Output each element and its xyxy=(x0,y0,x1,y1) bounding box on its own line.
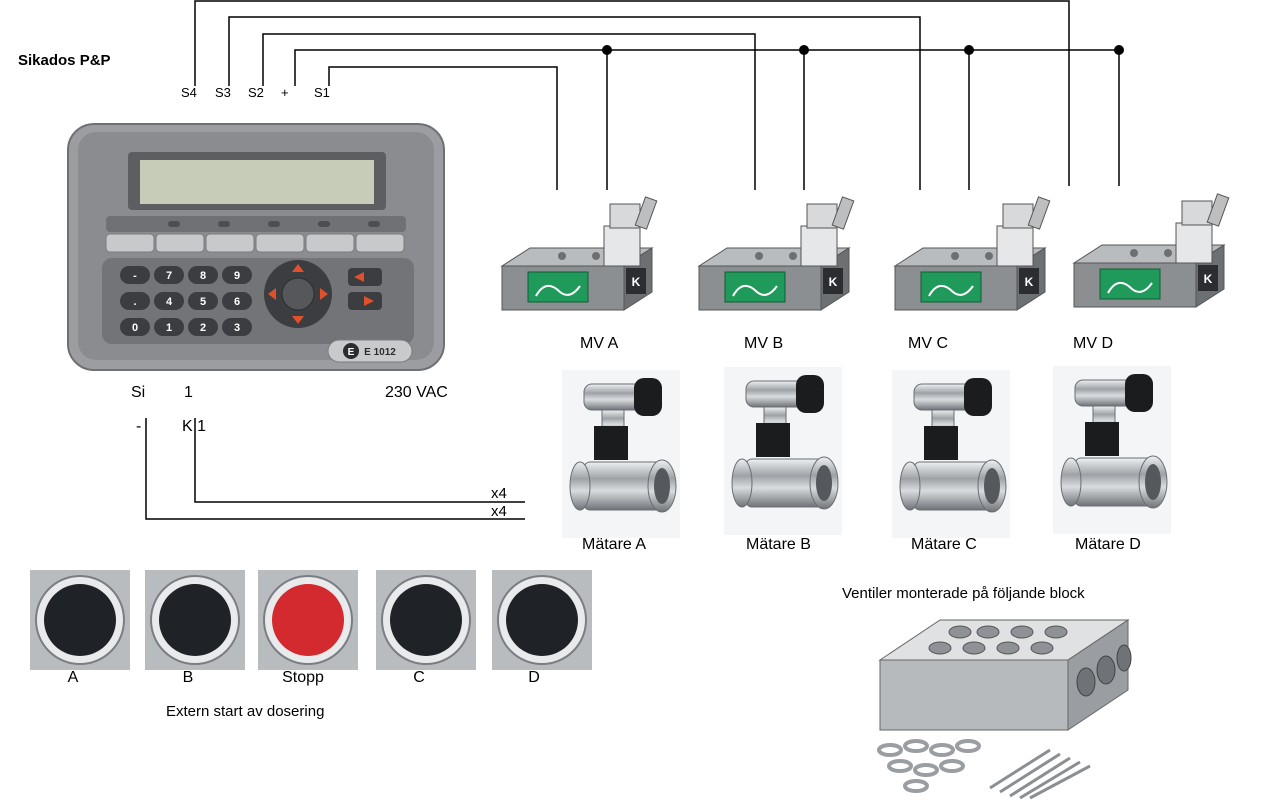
block-caption: Ventiler monterade på följande block xyxy=(842,585,1085,602)
button-label-stopp: Stopp xyxy=(282,669,324,686)
push-button-c[interactable] xyxy=(376,570,476,670)
label-si: Si xyxy=(131,384,146,401)
key-minus: - xyxy=(133,270,137,282)
key-4: 4 xyxy=(166,296,173,308)
valve-label-b: MV B xyxy=(744,335,784,352)
push-button-stopp-icon xyxy=(258,570,358,670)
button-face xyxy=(272,584,344,656)
key-8: 8 xyxy=(200,270,206,282)
label-1: 1 xyxy=(184,384,193,401)
key-5: 5 xyxy=(200,296,206,308)
label-k1: K 1 xyxy=(182,418,207,435)
button-face xyxy=(390,584,462,656)
hmi-controller: - 7 8 9 . 4 5 6 0 1 2 3 E E 1012 xyxy=(67,123,445,371)
key-7: 7 xyxy=(166,270,172,282)
terminal-s4: S4 xyxy=(181,85,197,100)
key-2: 2 xyxy=(200,322,206,334)
label-230vac: 230 VAC xyxy=(385,384,448,401)
terminal-s3: S3 xyxy=(215,85,231,100)
key-1: 1 xyxy=(166,322,172,334)
valve-manifold-block xyxy=(877,619,1132,800)
key-dot: . xyxy=(133,296,136,308)
push-button-b[interactable] xyxy=(145,570,245,670)
terminal-s1: S1 xyxy=(314,85,330,100)
meter-label-d: Mätare D xyxy=(1075,536,1141,553)
solenoid-valve-d xyxy=(1073,192,1230,308)
button-face xyxy=(44,584,116,656)
key-3: 3 xyxy=(234,322,240,334)
valve-label-d: MV D xyxy=(1073,335,1113,352)
button-face xyxy=(506,584,578,656)
meter-label-b: Mätare B xyxy=(746,536,811,553)
solenoid-valve-b xyxy=(698,195,855,311)
label-x4-top: x4 xyxy=(491,485,507,502)
push-button-a[interactable] xyxy=(30,570,130,670)
button-label-a: A xyxy=(67,669,79,686)
flow-meter-b xyxy=(724,367,842,535)
valve-label-a: MV A xyxy=(580,335,619,352)
key-0: 0 xyxy=(132,322,138,334)
terminal-s2: S2 xyxy=(248,85,264,100)
key-6: 6 xyxy=(234,296,240,308)
push-button-a-icon xyxy=(30,570,130,670)
button-face xyxy=(159,584,231,656)
solenoid-valve-a xyxy=(501,195,658,311)
solenoid-valve-c xyxy=(894,195,1051,311)
flow-meter-d xyxy=(1053,366,1171,534)
svg-text:E: E xyxy=(348,347,355,358)
push-button-d[interactable] xyxy=(492,570,592,670)
terminal-plus: + xyxy=(281,85,289,100)
meter-label-c: Mätare C xyxy=(911,536,977,553)
page-title: Sikados P&P xyxy=(18,52,111,69)
meter-label-a: Mätare A xyxy=(582,536,647,553)
push-button-stopp[interactable] xyxy=(258,570,358,670)
label-x4-bottom: x4 xyxy=(491,503,507,520)
button-label-b: B xyxy=(182,669,194,686)
button-label-c: C xyxy=(413,669,425,686)
key-9: 9 xyxy=(234,270,240,282)
buttons-caption: Extern start av dosering xyxy=(166,703,325,720)
push-button-d-icon xyxy=(492,570,592,670)
push-button-c-icon xyxy=(376,570,476,670)
flow-meter-c xyxy=(892,370,1010,538)
flow-meter-a xyxy=(562,370,680,538)
label-minus: - xyxy=(136,418,142,435)
valve-label-c: MV C xyxy=(908,335,948,352)
button-label-d: D xyxy=(528,669,540,686)
push-button-b-icon xyxy=(145,570,245,670)
controller-brand: E 1012 xyxy=(364,347,396,358)
